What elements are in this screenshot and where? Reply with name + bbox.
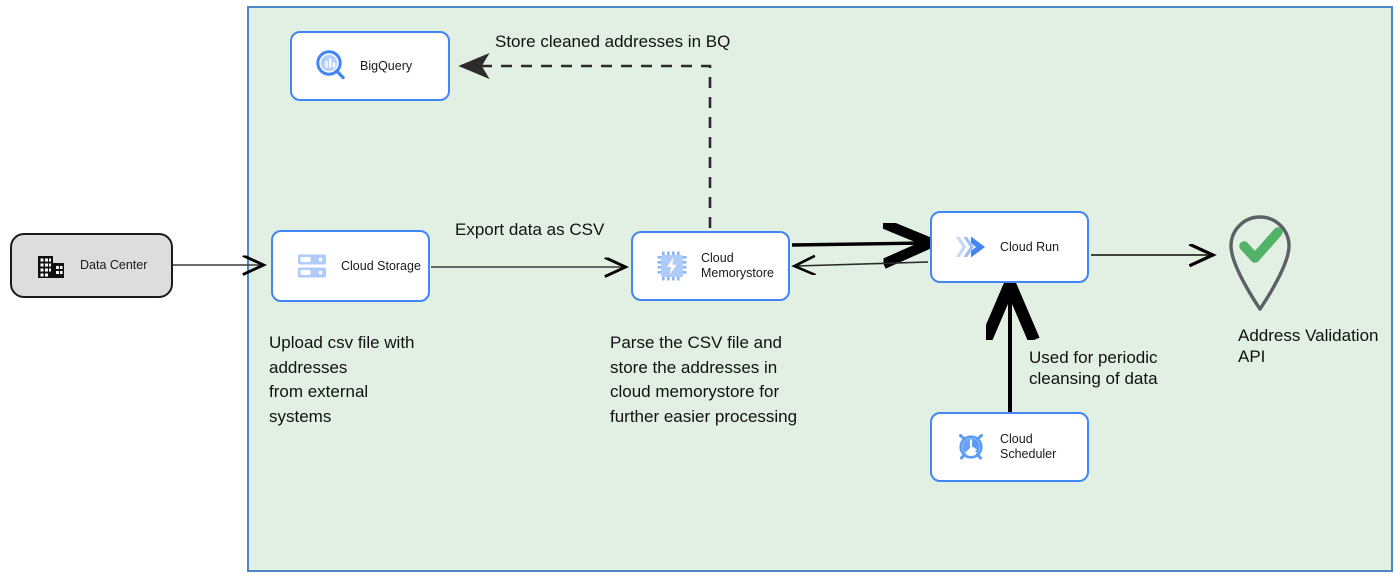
edge-label-export-csv: Export data as CSV <box>455 220 605 239</box>
building-icon <box>28 246 74 286</box>
cloud-storage-icon <box>289 246 335 286</box>
node-address-validation-api[interactable] <box>1221 205 1299 318</box>
annotation-upload-csv: Upload csv file with addresses from exte… <box>269 333 415 426</box>
address-api-caption: Address Validation API <box>1238 326 1379 366</box>
node-label: Cloud Run <box>1000 239 1060 254</box>
cloud-scheduler-clock-icon <box>948 427 994 467</box>
node-label: Cloud Memorystore <box>701 251 774 280</box>
node-label: Data Center <box>80 258 148 272</box>
memorystore-chip-icon <box>649 246 695 286</box>
cloud-run-icon <box>948 227 994 267</box>
node-data-center[interactable]: Data Center <box>10 233 173 298</box>
node-cloud-storage[interactable]: Cloud Storage <box>271 230 430 302</box>
map-pin-check-icon <box>1229 215 1291 311</box>
node-label: Cloud Storage <box>341 258 421 273</box>
edge-label-store-in-bq: Store cleaned addresses in BQ <box>495 32 731 51</box>
node-label: BigQuery <box>360 58 413 73</box>
node-cloud-scheduler[interactable]: Cloud Scheduler <box>930 412 1089 482</box>
node-cloud-memorystore[interactable]: Cloud Memorystore <box>631 231 790 301</box>
node-cloud-run[interactable]: Cloud Run <box>930 211 1089 283</box>
annotation-parse-csv: Parse the CSV file and store the address… <box>610 333 798 426</box>
edge-label-periodic-cleansing: Used for periodic cleansing of data <box>1029 348 1158 388</box>
node-label: Cloud Scheduler <box>1000 432 1057 461</box>
bigquery-icon <box>308 46 354 86</box>
node-bigquery[interactable]: BigQuery <box>290 31 450 101</box>
